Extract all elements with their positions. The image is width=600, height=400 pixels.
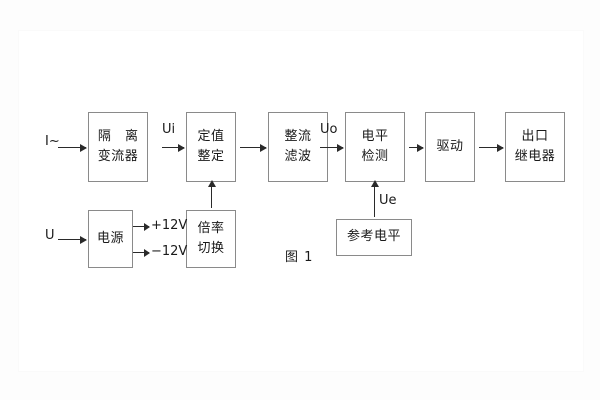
signal-ue: Ue (379, 193, 397, 208)
driver: 驱动 (425, 112, 475, 182)
voltage-input: U (45, 228, 55, 243)
power-supply-line: 电源 (96, 230, 124, 246)
arrow-driver-to-relay (479, 143, 504, 152)
output-relay: 出口继电器 (505, 112, 565, 182)
rectifier-filter: 整流滤波 (268, 112, 328, 182)
isolation-current-transformer: 隔 离变流器 (88, 112, 148, 182)
arrow-current-to-isolation (58, 143, 87, 152)
rail-positive-12v: +12V (151, 218, 188, 233)
multiplier-switching-line: 切换 (197, 241, 225, 256)
figure-caption: 图 1 (285, 250, 314, 265)
rail-negative-12v: −12V (151, 244, 188, 259)
arrow-multiplier-to-setting (207, 180, 216, 208)
output-relay-line: 出口 (521, 128, 549, 144)
rectifier-filter-line: 滤波 (284, 149, 312, 164)
reference-level: 参考电平 (336, 219, 412, 256)
current-input: I~ (45, 134, 60, 149)
arrow-rectifier-to-level (320, 143, 344, 152)
isolation-current-transformer-line: 变流器 (97, 149, 139, 164)
setting-value-adjustment-line: 整定 (197, 149, 225, 164)
setting-value-adjustment: 定值整定 (186, 112, 236, 182)
power-supply: 电源 (88, 210, 133, 268)
diagram-page-frame (18, 30, 584, 372)
arrow-setting-to-rectifier (240, 143, 267, 152)
rectifier-filter-line: 整流 (284, 128, 312, 144)
multiplier-switching: 倍率切换 (186, 210, 236, 268)
lead-positive-12v (133, 222, 150, 231)
signal-uo: Uo (320, 122, 338, 137)
driver-line: 驱动 (436, 138, 464, 154)
arrow-level-to-driver (409, 143, 424, 152)
level-detection: 电平检测 (345, 112, 405, 182)
output-relay-line: 继电器 (514, 149, 556, 164)
level-detection-line: 电平 (361, 128, 389, 144)
level-detection-line: 检测 (361, 149, 389, 164)
arrow-voltage-to-power (58, 235, 87, 244)
arrow-isolation-to-setting (162, 143, 185, 152)
reference-level-line: 参考电平 (346, 229, 401, 245)
arrow-reference-to-level (370, 180, 379, 217)
isolation-current-transformer-line: 隔 离 (97, 128, 144, 144)
setting-value-adjustment-line: 定值 (197, 128, 225, 144)
lead-negative-12v (133, 248, 150, 257)
signal-ui: Ui (162, 122, 176, 137)
multiplier-switching-line: 倍率 (197, 220, 225, 236)
